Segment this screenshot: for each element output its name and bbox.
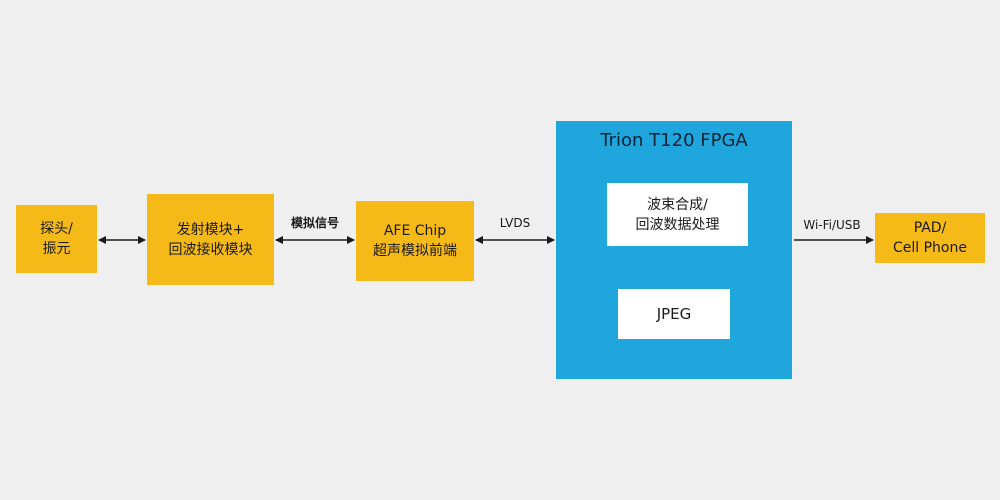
- fpga-title: Trion T120 FPGA: [600, 130, 748, 151]
- tx-rx-block: 发射模块+ 回波接收模块: [147, 194, 274, 285]
- pad-block-line1: PAD/: [913, 220, 947, 236]
- jpeg-block-label: JPEG: [656, 305, 692, 323]
- afe-block-line2: 超声模拟前端: [373, 243, 457, 259]
- beamforming-block: 波束合成/ 回波数据处理: [607, 183, 748, 246]
- pad-block-line2: Cell Phone: [893, 240, 967, 256]
- jpeg-block: JPEG: [618, 289, 730, 339]
- analog-signal-label: 模拟信号: [290, 216, 339, 230]
- probe-block-line1: 探头/: [40, 221, 73, 237]
- beamforming-block-line2: 回波数据处理: [635, 216, 720, 233]
- pad-block: PAD/ Cell Phone: [875, 213, 985, 263]
- probe-block: 探头/ 振元: [16, 205, 97, 273]
- afe-block: AFE Chip 超声模拟前端: [356, 201, 474, 281]
- fpga-container: Trion T120 FPGA 波束合成/ 回波数据处理 JPEG: [556, 121, 792, 379]
- probe-block-line2: 振元: [42, 241, 71, 257]
- beamforming-block-line1: 波束合成/: [647, 196, 708, 213]
- wifi-usb-label: Wi-Fi/USB: [803, 218, 861, 232]
- afe-block-line1: AFE Chip: [383, 223, 447, 239]
- lvds-label: LVDS: [499, 216, 531, 230]
- tx-rx-block-line1: 发射模块+: [176, 221, 245, 238]
- tx-rx-block-line2: 回波接收模块: [168, 241, 253, 258]
